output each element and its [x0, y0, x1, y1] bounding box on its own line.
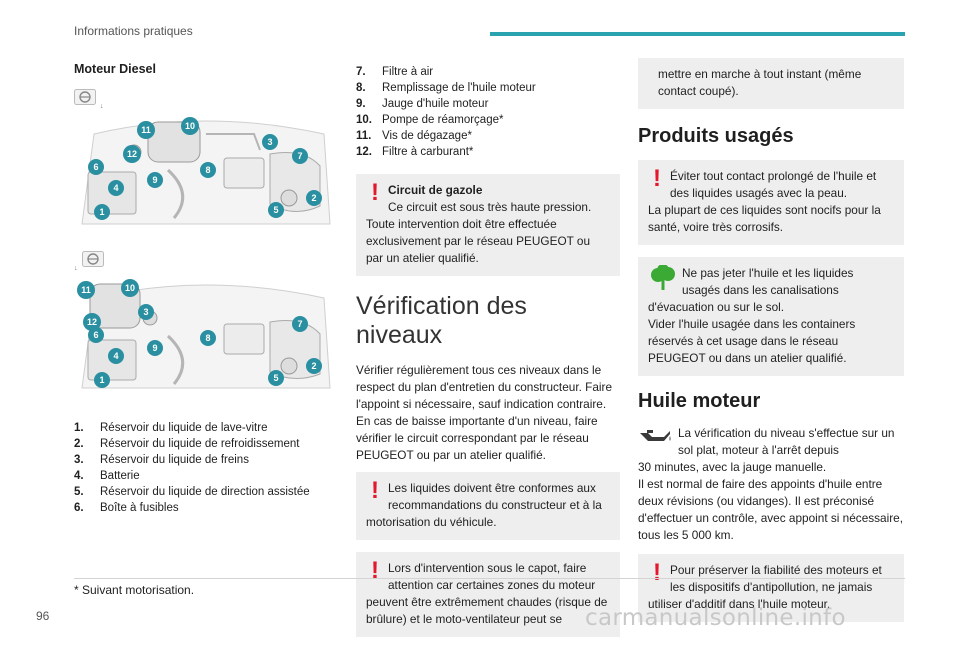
diagram1-label-7: 7 — [297, 151, 302, 161]
diesel-engine-heading: Moteur Diesel — [74, 62, 156, 76]
legend-item: 3.Réservoir du liquide de freins — [74, 454, 249, 466]
warning-body: motorisation du véhicule. — [366, 515, 497, 529]
diagram2-label-9: 9 — [152, 343, 157, 353]
column-engine-diagrams: Moteur Diesel ↓ 1 2 3 4 5 — [74, 58, 340, 516]
warning-exclamation-icon: ! — [371, 179, 379, 206]
diagram1-label-12: 12 — [127, 149, 137, 159]
warning-exclamation-icon: ! — [653, 559, 661, 586]
diagram1-label-11: 11 — [141, 125, 151, 135]
header-accent-bar — [490, 32, 905, 36]
legend-item: 11.Vis de dégazage* — [356, 130, 472, 142]
levels-intro: Vérifier régulièrement tous ces niveaux … — [356, 363, 613, 462]
liquids-warning: ! Les liquides doivent être conformes au… — [356, 472, 620, 540]
tree-eco-icon — [651, 265, 675, 290]
oil-can-icon — [640, 430, 671, 441]
warning-body: peuvent être extrêmement chaudes (risque… — [366, 595, 608, 626]
legend-item: 2.Réservoir du liquide de refroidissemen… — [74, 438, 300, 450]
engine-bay-illustration: 1 2 3 4 5 6 7 8 9 10 11 12 — [74, 114, 336, 232]
diagram1-label-3: 3 — [267, 137, 272, 147]
diesel-circuit-warning: ! Circuit de gazole Ce circuit est sous … — [356, 174, 620, 276]
note-body: d'évacuation ou sur le sol. Vider l'huil… — [648, 300, 856, 365]
engine-bay-illustration: 1 2 3 4 5 6 7 8 9 10 11 12 — [74, 278, 336, 396]
legend-item: 7.Filtre à air — [356, 66, 434, 78]
page-number: 96 — [36, 609, 50, 623]
diagram-tick-mark: ↓ — [100, 103, 104, 110]
warning-body: Toute intervention doit être effectuée e… — [366, 217, 591, 265]
rhd-indicator: ↓ — [74, 246, 340, 272]
warning-body: La plupart de ces liquides sont nocifs p… — [648, 203, 881, 234]
diagram2-label-10: 10 — [125, 283, 135, 293]
watermark: carmanualsonline.info — [585, 605, 846, 631]
oil-body: 30 minutes, avec la jauge manuelle. Il e… — [638, 460, 904, 542]
diagram2-label-3: 3 — [143, 307, 148, 317]
levels-section-title: Vérification des niveaux — [356, 292, 527, 349]
diagram2-label-8: 8 — [205, 333, 210, 343]
lhd-indicator: ↓ — [74, 84, 340, 110]
diagram1-label-8: 8 — [205, 165, 210, 175]
warning-body: utiliser d'additif dans l'huile moteur. — [648, 597, 831, 611]
warning-exclamation-icon: ! — [371, 477, 379, 504]
diagram1-label-6: 6 — [93, 162, 98, 172]
diagram2-label-5: 5 — [273, 373, 278, 383]
oil-lead: La vérification du niveau s'effectue sur… — [678, 426, 895, 457]
legend-list-1-6: 1.Réservoir du liquide de lave-vitre 2.R… — [74, 420, 340, 516]
warning-title: Circuit de gazole — [388, 183, 483, 197]
warning-exclamation-icon: ! — [371, 557, 379, 584]
legend-item: 1.Réservoir du liquide de lave-vitre — [74, 422, 268, 434]
diagram2-label-7: 7 — [297, 319, 302, 329]
steering-wheel-icon — [74, 89, 96, 105]
column-levels: 7.Filtre à air 8.Remplissage de l'huile … — [356, 58, 620, 649]
hood-warning-continued: mettre en marche à tout instant (même co… — [638, 58, 904, 109]
legend-item: 5.Réservoir du liquide de direction assi… — [74, 486, 310, 498]
diagram1-label-5: 5 — [273, 205, 278, 215]
diagram1-label-2: 2 — [311, 193, 316, 203]
diagram2-label-1: 1 — [99, 375, 104, 385]
diagram2-label-11: 11 — [81, 285, 91, 295]
running-header: Informations pratiques — [74, 24, 193, 38]
legend-item: 10.Pompe de réamorçage* — [356, 114, 504, 126]
legend-list-7-12: 7.Filtre à air 8.Remplissage de l'huile … — [356, 64, 620, 160]
diagram2-label-12: 12 — [87, 317, 97, 327]
steering-wheel-icon — [81, 251, 104, 267]
used-products-title: Produits usagés — [638, 125, 794, 147]
additive-warning: ! Pour préserver la fiabilité des moteur… — [638, 554, 904, 622]
hood-warning: ! Lors d'intervention sous le capot, fai… — [356, 552, 620, 637]
environment-note: Ne pas jeter l'huile et les liquides usa… — [638, 257, 904, 376]
engine-diagram-lhd: 1 2 3 4 5 6 7 8 9 10 11 12 — [74, 114, 336, 232]
diagram-tick-mark: ↓ — [74, 265, 78, 272]
legend-item: 8.Remplissage de l'huile moteur — [356, 82, 536, 94]
diagram2-label-6: 6 — [93, 330, 98, 340]
footnote-divider — [74, 578, 905, 579]
diagram2-label-4: 4 — [113, 351, 118, 361]
diagram1-label-10: 10 — [185, 121, 195, 131]
legend-item: 4.Batterie — [74, 470, 140, 482]
legend-item: 12.Filtre à carburant* — [356, 146, 474, 158]
column-used-products: mettre en marche à tout instant (même co… — [638, 58, 904, 634]
engine-diagram-rhd: 1 2 3 4 5 6 7 8 9 10 11 12 — [74, 278, 336, 396]
legend-item: 9.Jauge d'huile moteur — [356, 98, 489, 110]
diagram1-label-9: 9 — [152, 175, 157, 185]
diagram1-label-1: 1 — [99, 207, 104, 217]
footnote: * Suivant motorisation. — [74, 583, 195, 597]
diagram1-label-4: 4 — [113, 183, 118, 193]
diagram2-label-2: 2 — [311, 361, 316, 371]
legend-item: 6.Boîte à fusibles — [74, 502, 179, 514]
warning-exclamation-icon: ! — [653, 165, 661, 192]
skin-contact-warning: ! Éviter tout contact prolongé de l'huil… — [638, 160, 904, 245]
oil-check-text: La vérification du niveau s'effectue sur… — [638, 425, 904, 544]
engine-oil-title: Huile moteur — [638, 390, 761, 412]
warning-lead: Ce circuit est sous très haute pression. — [388, 200, 592, 214]
